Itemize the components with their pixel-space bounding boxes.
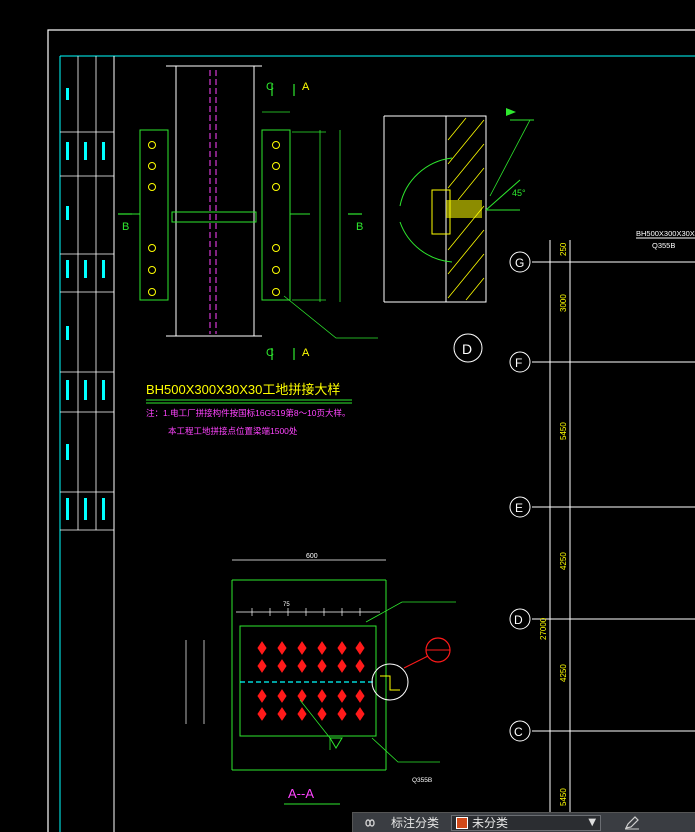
grid-dim-2: 5450 [559, 422, 568, 440]
layer-color-swatch [456, 816, 469, 829]
grid-dim-5: 5450 [559, 788, 568, 806]
grid-axis-f: F [515, 356, 522, 370]
grid-axis-c: C [514, 725, 523, 739]
cut-label-a-bottom: A [302, 347, 310, 359]
beam-tag: BH500X300X30X30 [636, 229, 695, 238]
section-aa-title: A--A [288, 786, 314, 801]
annotation-toolbar: 标注分类 未分类 ▼ [352, 812, 695, 832]
annotation-category-label: 标注分类 [391, 816, 440, 830]
grid-top-dim: 250 [559, 242, 568, 256]
cut-label-a-top: A [302, 81, 310, 93]
grid-axis-g: G [515, 256, 524, 270]
detail-bubble-d: D [462, 341, 472, 357]
revision-strip-marks [66, 88, 105, 520]
section-aa: 600 75 Q355B A--A [185, 553, 456, 805]
infinity-icon[interactable] [361, 815, 379, 831]
layer-select[interactable]: 未分类 ▼ [451, 814, 602, 831]
note-line-2: 本工程工地拼接点位置梁端1500处 [168, 426, 298, 436]
grid-dim-1: 3000 [559, 294, 568, 312]
edit-pen-icon[interactable] [623, 815, 641, 831]
note-line-1: 注：1.电工厂拼接构件按国标16G519第8～10页大样。 [146, 408, 351, 418]
revision-strip [60, 56, 114, 531]
cut-label-b-right: B [356, 221, 363, 233]
chevron-down-icon: ▼ [588, 817, 597, 828]
grid-dim-3: 4250 [559, 552, 568, 570]
cut-label-b-left: B [122, 221, 129, 233]
weld-detail-d: 45° D [383, 108, 534, 363]
sheet-outer-frame [47, 29, 695, 832]
weld-angle: 45° [512, 188, 526, 198]
section-width-dim: 600 [306, 553, 318, 560]
cut-label-c-bottom: C [266, 347, 274, 359]
layer-select-value: 未分类 [472, 816, 509, 830]
cut-label-c-top: C [266, 81, 274, 93]
beam-tag-grade: Q355B [652, 241, 675, 250]
grid-axes: G F E D C 3000 5450 4250 4250 5450 27000… [509, 229, 695, 832]
detail-title: BH500X300X30X30工地拼接大样 [146, 382, 340, 397]
splice-elevation: C A C A B B [118, 65, 378, 360]
bolt-spacing: 75 [283, 602, 290, 608]
grid-dim-4: 4250 [559, 664, 568, 682]
grid-axis-e: E [515, 501, 523, 515]
section-steel-grade: Q355B [412, 777, 432, 784]
grid-total-dim: 27000 [539, 617, 548, 640]
grid-axis-d: D [514, 613, 523, 627]
